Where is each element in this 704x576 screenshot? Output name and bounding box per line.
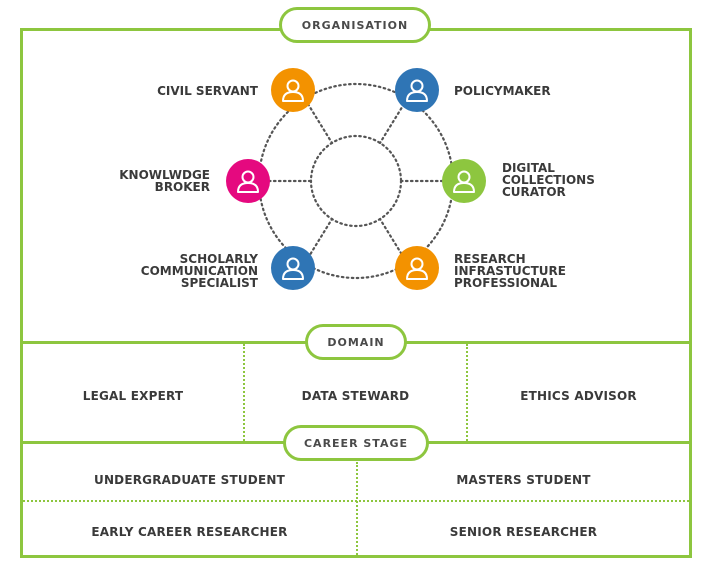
domain-ethics-advisor: ETHICS ADVISOR <box>520 389 637 403</box>
role-label-civil-servant: CIVIL SERVANT <box>157 84 258 98</box>
section-label-organisation: ORGANISATION <box>279 7 431 43</box>
person-icon <box>406 257 428 280</box>
domain-data-steward: DATA STEWARD <box>301 389 410 403</box>
career-senior-researcher: SENIOR RESEARCHER <box>449 525 598 539</box>
person-icon <box>282 79 304 102</box>
career-early-career-researcher: EARLY CAREER RESEARCHER <box>91 525 288 539</box>
career-row-separator <box>23 500 689 502</box>
person-icon <box>453 170 475 193</box>
career-column-separator <box>356 462 358 555</box>
role-label-scholarly-communication-specialist: SCHOLARLY COMMUNICATION SPECIALIST <box>140 252 258 290</box>
role-node-scholarly-communication-specialist <box>271 246 315 290</box>
spoke-connector <box>306 217 334 260</box>
role-label-policymaker: POLICYMAKER <box>454 84 551 98</box>
person-icon <box>282 257 304 280</box>
role-label-knowledge-broker: KNOWLWDGE BROKER <box>119 168 210 194</box>
role-label-research-infrastructure-professional: RESEARCH INFRASTUCTURE PROFESSIONAL <box>454 252 566 290</box>
inner-ring-connector <box>309 134 403 228</box>
role-node-digital-collections-curator <box>442 159 486 203</box>
section-label-career-stage: CAREER STAGE <box>283 425 429 461</box>
section-label-domain: DOMAIN <box>305 324 407 360</box>
role-node-research-infrastructure-professional <box>395 246 439 290</box>
domain-column-separator <box>243 344 245 441</box>
role-node-circle <box>271 246 315 290</box>
domain-column-separator <box>466 344 468 441</box>
domain-legal-expert: LEGAL EXPERT <box>82 389 184 403</box>
role-node-circle <box>395 68 439 112</box>
role-node-circle <box>226 159 270 203</box>
spoke-connector <box>378 102 406 145</box>
person-icon <box>406 79 428 102</box>
role-node-circle <box>395 246 439 290</box>
career-undergraduate-student: UNDERGRADUATE STUDENT <box>94 473 285 487</box>
role-node-knowledge-broker <box>226 159 270 203</box>
role-node-civil-servant <box>271 68 315 112</box>
role-node-policymaker <box>395 68 439 112</box>
role-node-circle <box>271 68 315 112</box>
role-label-digital-collections-curator: DIGITAL COLLECTIONS CURATOR <box>502 161 595 199</box>
role-node-circle <box>442 159 486 203</box>
spoke-connector <box>378 217 406 260</box>
person-icon <box>237 170 259 193</box>
spoke-connector <box>306 102 334 145</box>
career-masters-student: MASTERS STUDENT <box>456 473 591 487</box>
